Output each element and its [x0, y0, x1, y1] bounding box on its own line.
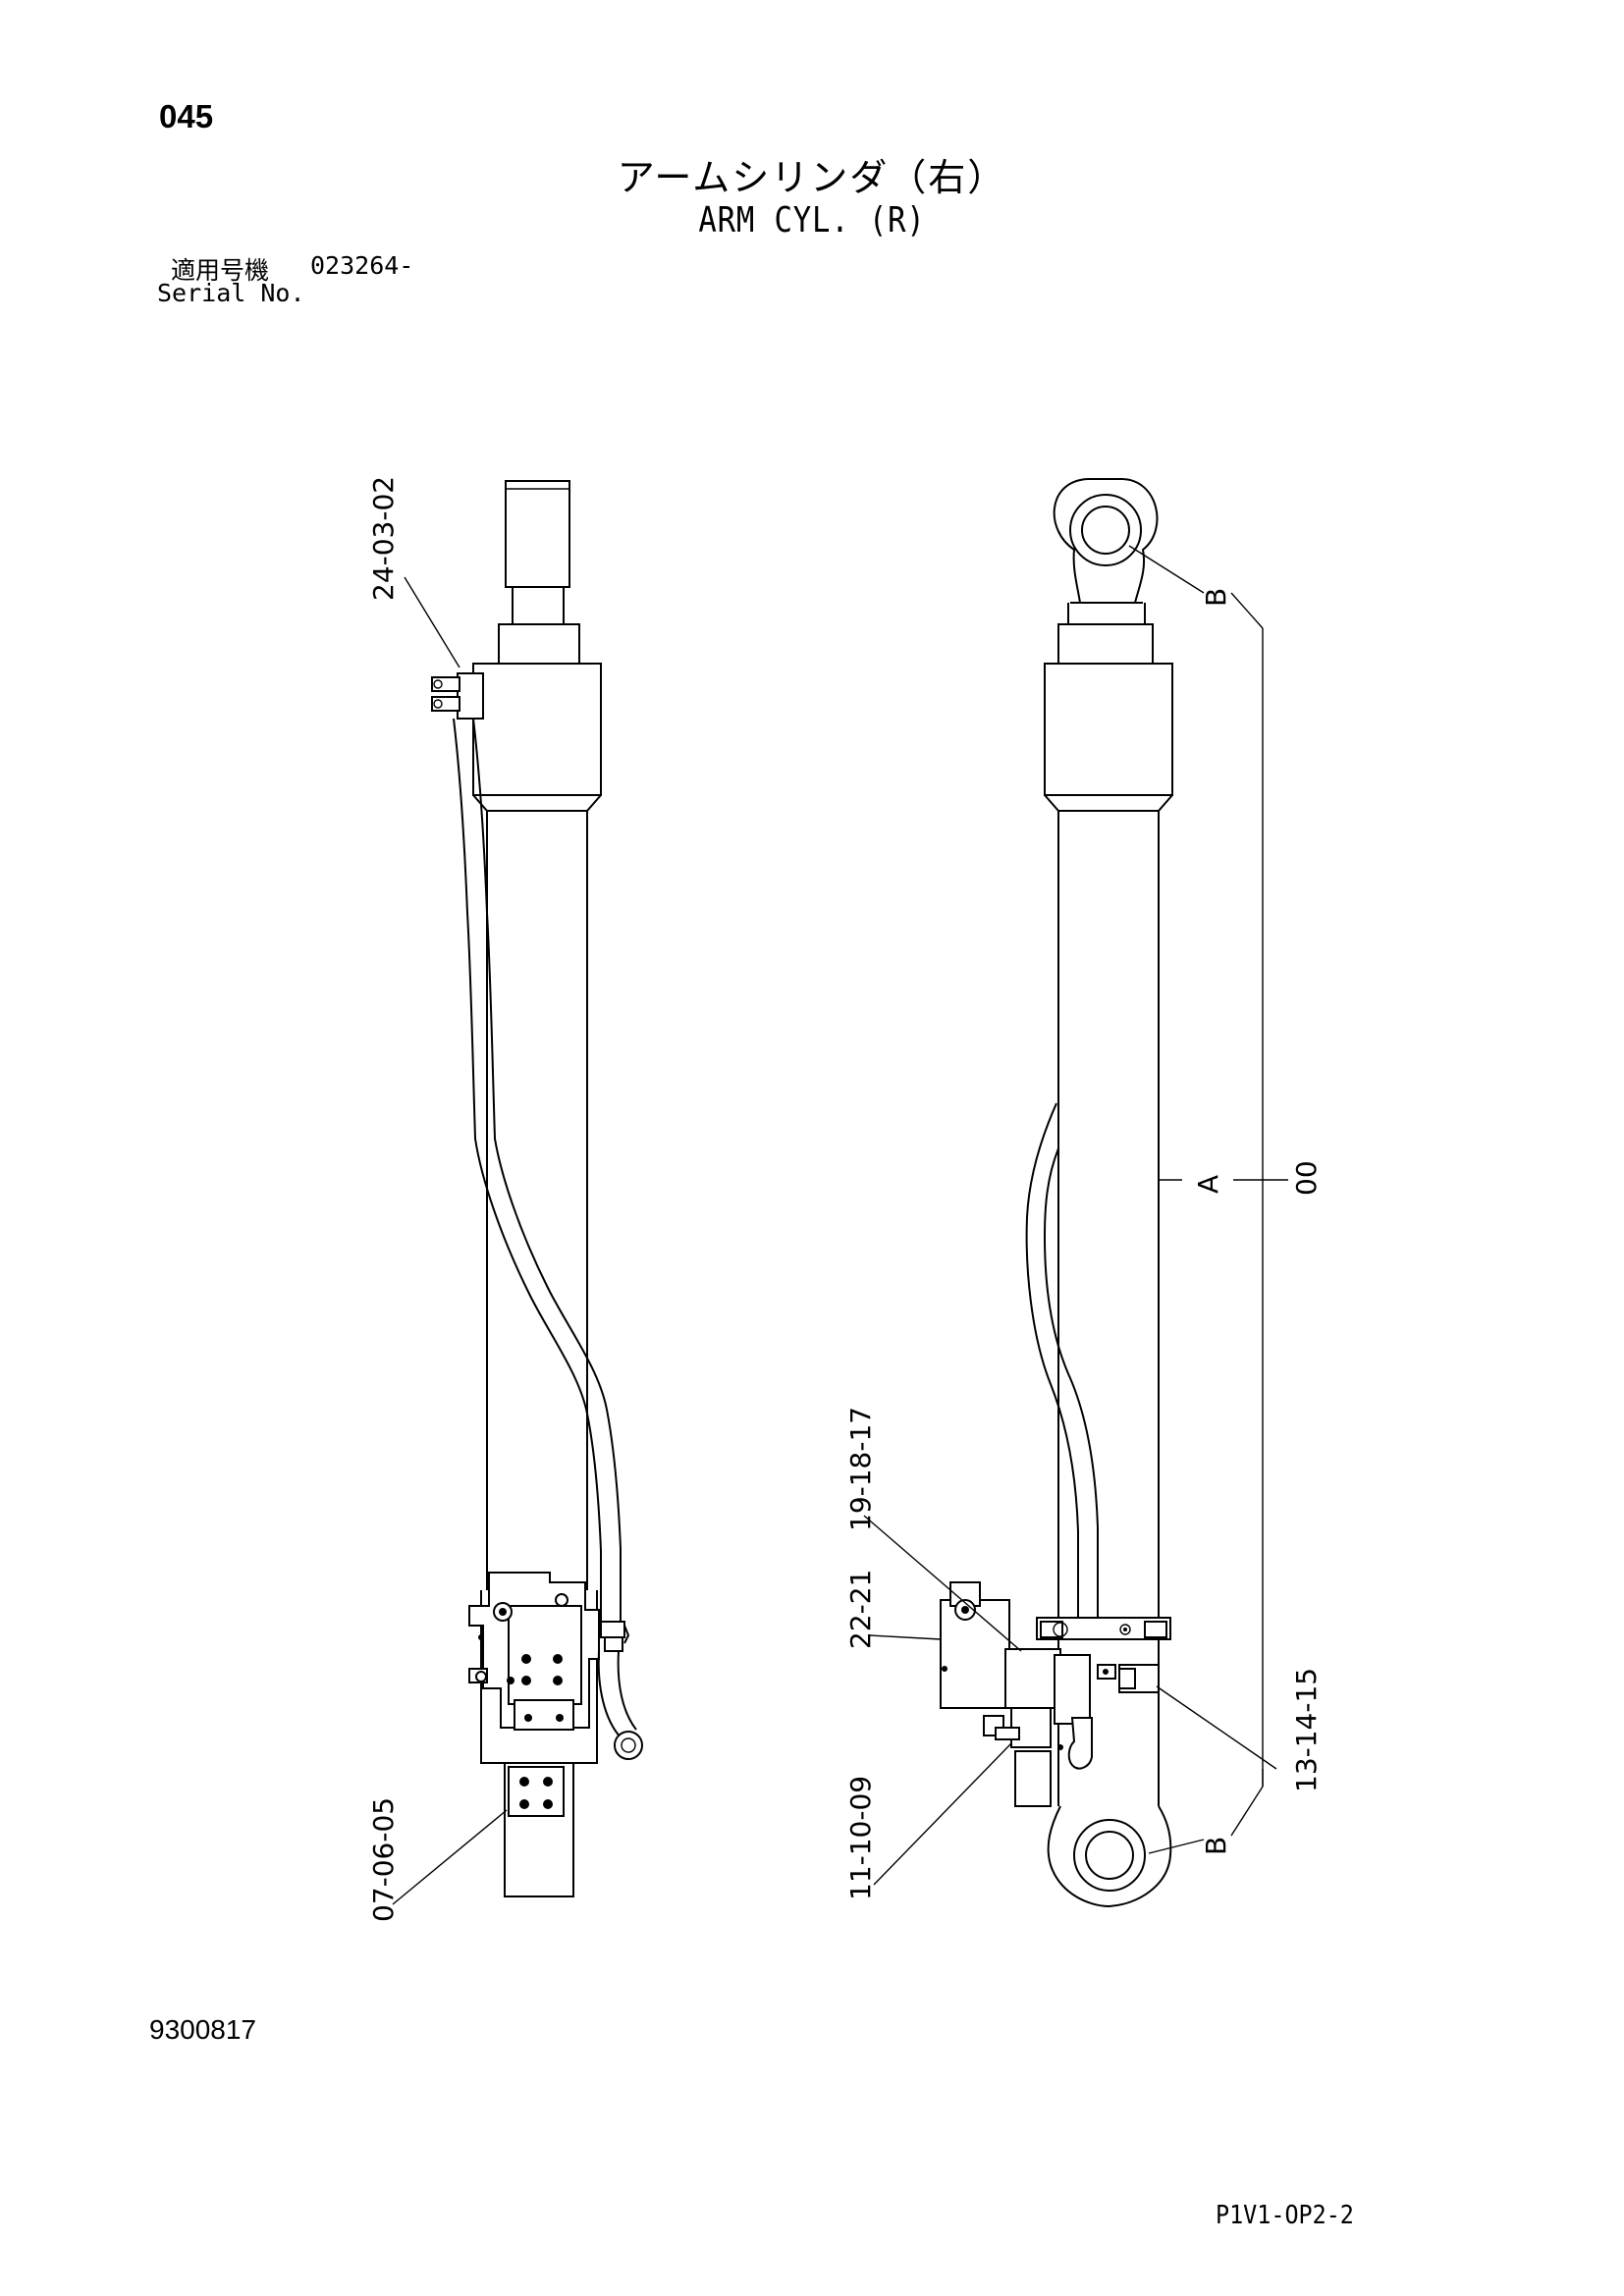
serial-number: 023264-: [310, 251, 414, 280]
title-english: ARM CYL. (R): [698, 200, 926, 240]
left-bottom-clamp: [508, 1766, 565, 1817]
leader-b-top: [1128, 545, 1205, 594]
right-top-eye: [1053, 478, 1159, 604]
callout-right-main: 00: [1290, 1160, 1323, 1196]
left-top-fitting: [431, 672, 484, 720]
page-number: 045: [159, 98, 214, 134]
callout-left-top: 24-03-02: [367, 476, 400, 601]
callout-right-side: 13-14-15: [1290, 1668, 1323, 1792]
right-tube-clamp: [1036, 1617, 1171, 1640]
leader-b-bottom: [1148, 1839, 1205, 1854]
left-pipe-clamp: [600, 1621, 630, 1652]
right-cylinder: [863, 478, 1288, 1908]
callout-right-lower: 11-10-09: [844, 1776, 877, 1900]
callout-left-bottom: 07-06-05: [367, 1797, 400, 1922]
left-cylinder: [392, 480, 643, 1905]
leader-right-mid: [869, 1634, 942, 1640]
right-cylinder-head: [1044, 663, 1173, 796]
callout-letter-a: A: [1192, 1175, 1224, 1194]
right-pipe: [1025, 1102, 1079, 1618]
right-bottom-eye: [1047, 1805, 1172, 1908]
left-cylinder-head: [472, 663, 602, 796]
serial-label-english: Serial No.: [157, 279, 305, 307]
left-pipe: [453, 718, 602, 1629]
left-rod-top: [505, 480, 570, 588]
callout-letter-b-bottom: B: [1200, 1837, 1232, 1855]
leader-right-lower: [873, 1742, 1012, 1886]
page-code: P1V1-OP2-2: [1216, 2201, 1354, 2230]
callout-right-upper: 19-18-17: [844, 1407, 877, 1531]
leader-right-upper: [863, 1515, 1022, 1652]
callout-letter-b-top: B: [1200, 588, 1232, 607]
left-valve-block: [468, 1572, 600, 1731]
title-japanese: アームシリンダ（右）: [617, 156, 1007, 199]
leader-left-top: [404, 576, 460, 668]
leader-left-bottom: [392, 1809, 508, 1905]
document-code: 9300817: [149, 2014, 257, 2045]
serial-label-japanese: 適用号機: [171, 256, 270, 285]
leader-right-side: [1156, 1685, 1277, 1770]
right-valve-block: [940, 1581, 1160, 1807]
callout-right-mid: 22-21: [844, 1570, 877, 1649]
